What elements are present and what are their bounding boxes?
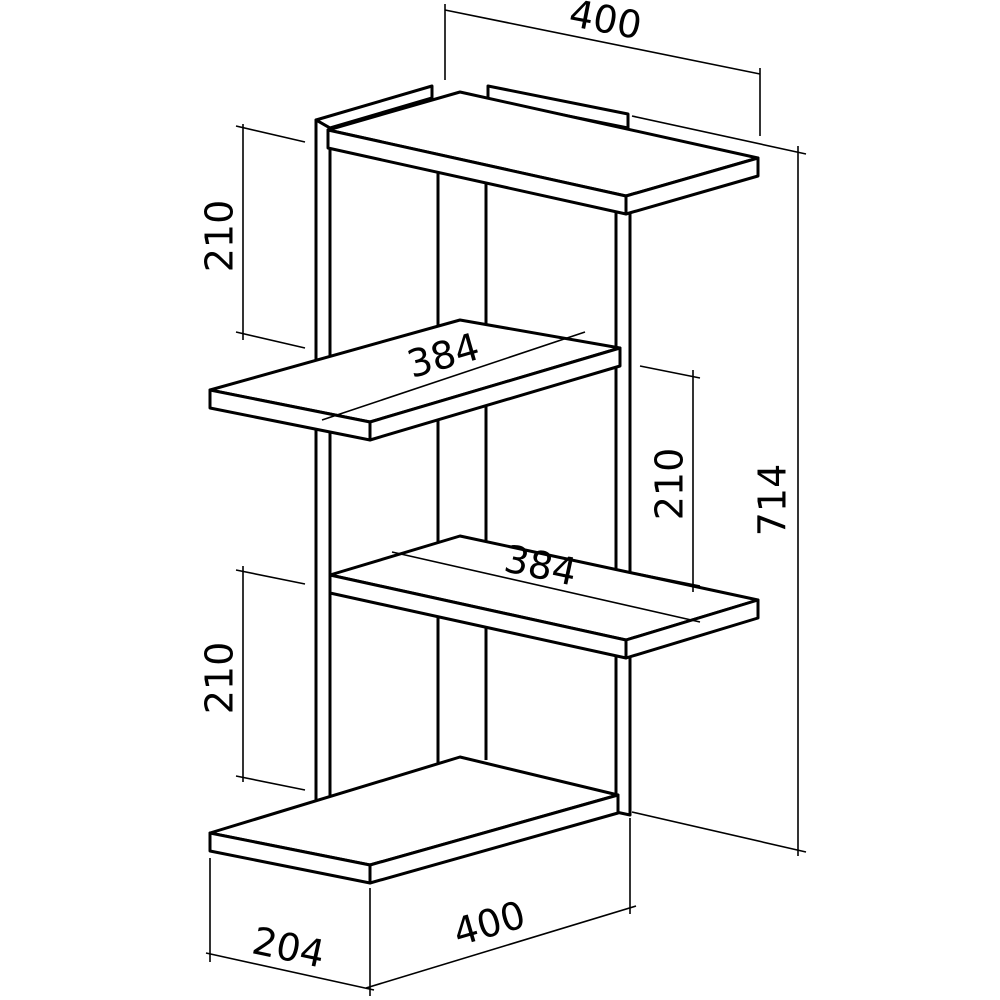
dim-top-width: 400 [566,0,646,48]
shelf-bottom [208,755,620,885]
right-post [614,203,632,817]
back-panels [314,84,630,770]
dim-spacing-left-top: 210 [198,200,242,273]
dimension-lines [205,4,807,996]
dim-depth: 204 [248,918,328,976]
dim-total-height: 714 [751,464,795,537]
dim-spacing-left-bottom: 210 [198,642,242,715]
dim-bottom-width: 400 [448,892,530,954]
shelf-2 [208,318,622,442]
dim-spacing-right: 210 [648,448,692,521]
left-post [314,118,332,808]
shelf-top [326,90,760,216]
